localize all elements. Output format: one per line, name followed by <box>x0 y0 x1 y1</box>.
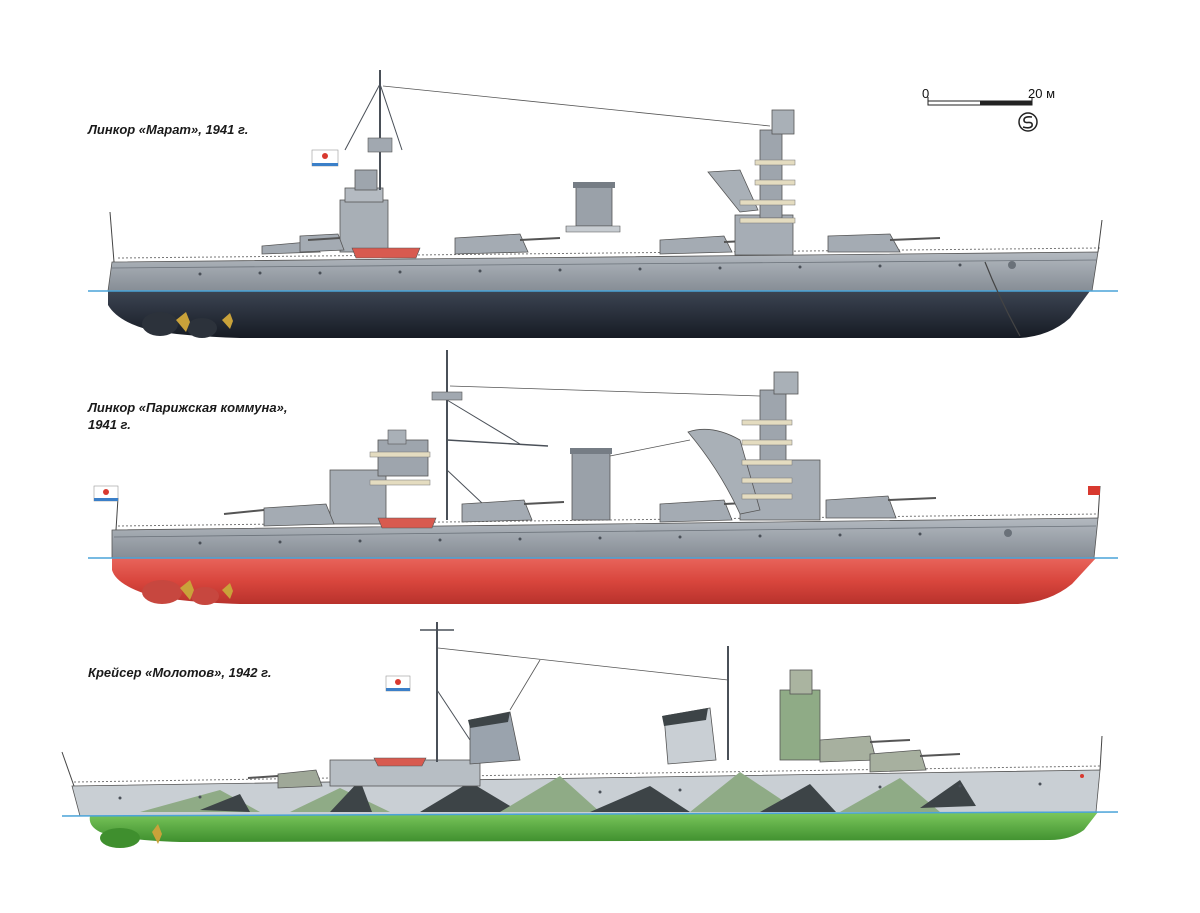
scale-zero-label: 0 <box>922 86 930 101</box>
caption-line: Линкор «Парижская коммуна», <box>88 400 288 415</box>
caption-line: Крейсер «Молотов», 1942 г. <box>88 665 272 680</box>
camouflage-pattern <box>140 772 976 812</box>
scale-max-label: 20 м <box>1028 86 1056 101</box>
scale-bar <box>927 97 1033 106</box>
caption-marat: Линкор «Марат», 1941 г. <box>88 121 248 138</box>
publisher-logo <box>1018 112 1038 132</box>
ship-parizhskaya-kommuna-profile <box>88 350 1118 605</box>
caption-line: 1941 г. <box>88 417 131 432</box>
caption-parizhskaya-kommuna: Линкор «Парижская коммуна», 1941 г. <box>88 399 287 433</box>
ship-marat-profile <box>88 70 1118 338</box>
caption-line: Линкор «Марат», 1941 г. <box>88 122 249 137</box>
ship-molotov-profile <box>61 622 1119 848</box>
caption-molotov: Крейсер «Молотов», 1942 г. <box>88 664 272 681</box>
